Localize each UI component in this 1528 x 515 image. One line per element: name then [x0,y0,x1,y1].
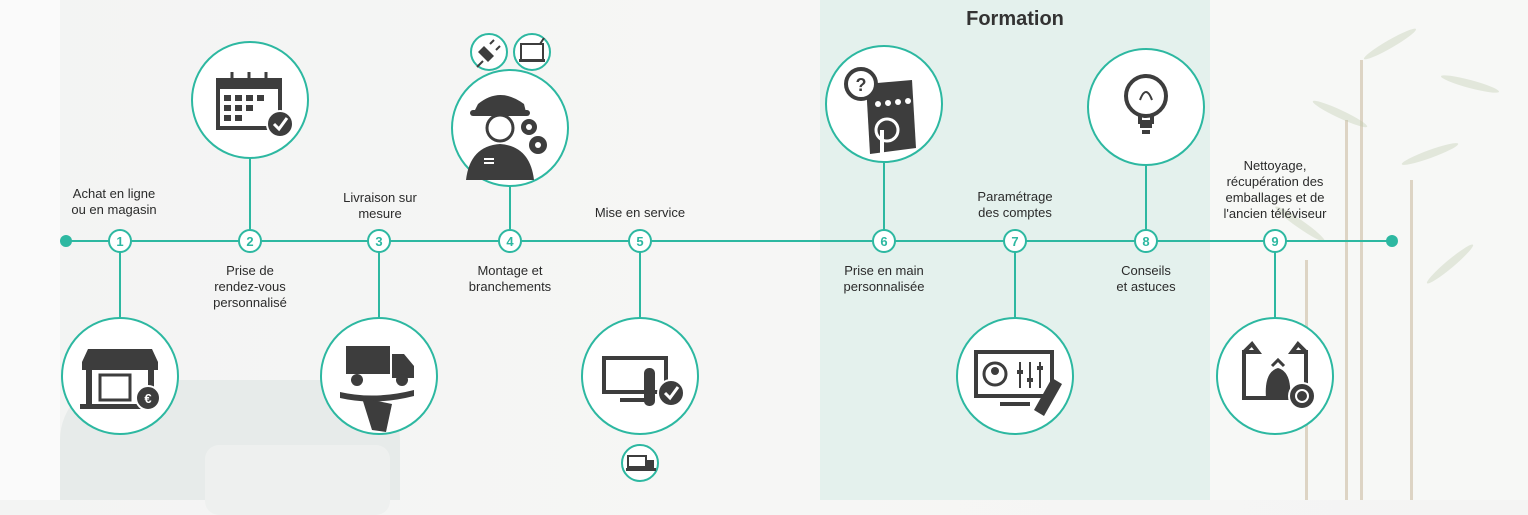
step-8-label: Conseils et astuces [1116,263,1175,295]
timeline-diagram: 1 2 3 4 5 6 7 8 9 € [60,33,1398,482]
step-marker-1: 1 [108,229,132,253]
shop-icon: € [80,349,161,411]
step-3-label: Livraison sur mesure [343,190,417,222]
step-number-6: 6 [880,234,887,249]
step-7-label: Paramétrage des comptes [977,189,1052,221]
step-9-label: Nettoyage, récupération des emballages e… [1224,158,1327,222]
router-icon [519,37,545,62]
step-number-1: 1 [116,234,123,249]
step-2-label-line: personnalisé [213,295,287,310]
step-6-label-line: Prise en main [844,263,924,278]
step-marker-4: 4 [498,229,522,253]
lightbulb-icon [1124,74,1168,134]
step-3-label-line: mesure [358,206,402,221]
formation-title: Formation [966,8,1064,30]
step-8-label-line: Conseils [1121,263,1171,278]
technician-icon [466,95,547,180]
step-marker-8: 8 [1134,229,1158,253]
tv-account-icon [974,350,1062,416]
step-6-label-line: personnalisée [843,279,925,294]
router-icon-circle [513,33,551,71]
background-wall [0,0,60,500]
step-marker-6: 6 [872,229,896,253]
step-4-label-line: branchements [468,279,552,294]
step-number-2: 2 [246,234,253,249]
step-marker-9: 9 [1263,229,1287,253]
step-7-label-line: des comptes [978,205,1052,220]
recycle-box-icon [1242,340,1316,410]
step-number-3: 3 [375,234,382,249]
step-7-label-line: Paramétrage [977,189,1053,204]
step-marker-5: 5 [628,229,652,253]
step-2-label-line: Prise de [226,263,274,278]
step-marker-2: 2 [238,229,262,253]
step-marker-3: 3 [367,229,391,253]
step-number-4: 4 [506,234,514,249]
step-1-label-line: Achat en ligne [72,186,156,201]
step-number-8: 8 [1142,234,1149,249]
step-1-label-line: ou en magasin [71,202,157,217]
step-number-9: 9 [1271,234,1278,249]
step-4-label: Montage et branchements [469,263,551,295]
step-1-label: Achat en ligne ou en magasin [71,186,156,218]
step-2-label-line: rendez-vous [214,279,286,294]
step-5-label: Mise en service [595,205,685,221]
step-9-label-line: récupération des [1226,174,1324,189]
timeline-end-dot [1386,235,1398,247]
tv-check-icon [602,356,685,407]
step-5-label-line: Mise en service [594,205,686,220]
step-4-label-line: Montage et [477,263,543,278]
svg-text:?: ? [856,75,867,95]
step-5-circle [581,317,699,435]
plug-icon [476,39,501,68]
step-8-circle [1087,48,1205,166]
step-9-label-line: Nettoyage, [1243,158,1307,173]
delivery-truck-icon [340,346,414,432]
step-2-label: Prise de rendez-vous personnalisé [213,263,287,311]
step-6-label: Prise en main personnalisée [844,263,925,295]
step-8-label-line: et astuces [1116,279,1176,294]
step-markers: 1 2 3 4 5 6 7 8 9 [108,229,1287,253]
step-number-7: 7 [1011,234,1018,249]
devices-icon [626,455,656,471]
timeline-start-dot [60,235,72,247]
devices-icon-circle [621,444,659,482]
step-9-label-line: l'ancien téléviseur [1223,206,1327,221]
step-3-label-line: Livraison sur [343,190,417,205]
calendar-icon [216,72,294,138]
svg-text:€: € [144,391,151,406]
remote-help-icon: ? [844,67,916,160]
step-number-5: 5 [636,234,643,249]
step-9-label-line: emballages et de [1225,190,1325,205]
step-marker-7: 7 [1003,229,1027,253]
